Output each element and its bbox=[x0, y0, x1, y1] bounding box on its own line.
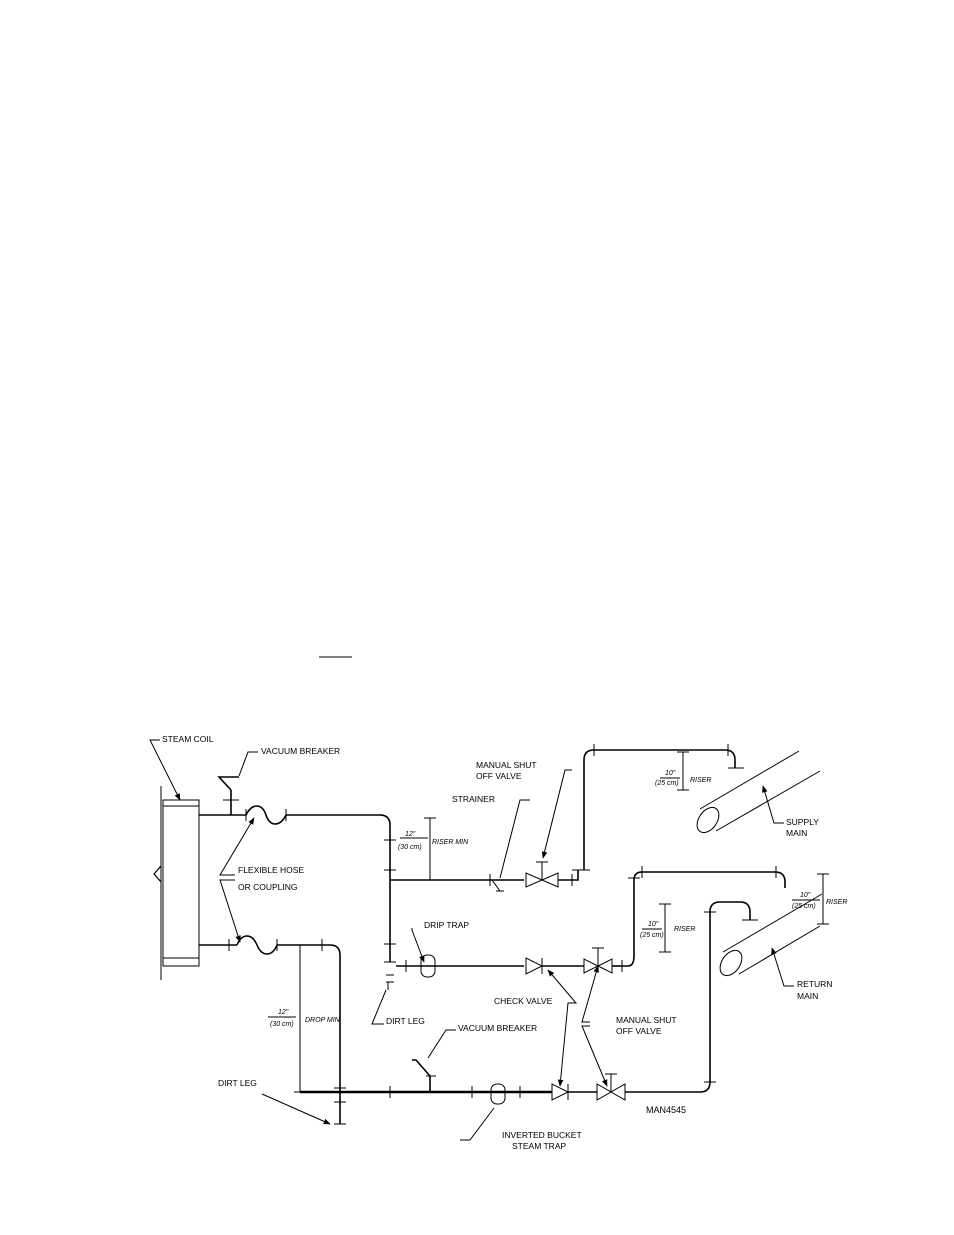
label-dirt-leg-left: DIRT LEG bbox=[218, 1078, 257, 1088]
drop-min-dimension: 12" (30 cm) DROP MIN bbox=[268, 944, 341, 1093]
svg-text:(25 cm): (25 cm) bbox=[655, 780, 679, 787]
svg-text:10": 10" bbox=[648, 921, 659, 928]
label-vacuum-breaker-bottom: VACUUM BREAKER bbox=[458, 1023, 537, 1033]
return-piping bbox=[199, 866, 786, 1125]
svg-text:(30 cm): (30 cm) bbox=[398, 844, 422, 851]
return-riser-dimension: 10" (25 cm) RISER bbox=[792, 873, 847, 925]
label-supply-main-2: MAIN bbox=[786, 828, 807, 838]
label-manual-shutoff-top-1: MANUAL SHUT bbox=[476, 760, 537, 770]
inner-riser-dimension: 10" (25 cm) RISER bbox=[640, 903, 695, 953]
label-return-main-1: RETURN bbox=[797, 979, 832, 989]
label-inverted-bucket-1: INVERTED BUCKET bbox=[502, 1130, 582, 1140]
label-flexible-hose-2: OR COUPLING bbox=[238, 882, 298, 892]
svg-text:12": 12" bbox=[405, 831, 416, 838]
svg-text:12": 12" bbox=[278, 1009, 289, 1016]
svg-text:10": 10" bbox=[665, 770, 676, 777]
svg-text:(25 cm): (25 cm) bbox=[792, 903, 816, 910]
label-dirt-leg-right: DIRT LEG bbox=[386, 1016, 425, 1026]
label-check-valve: CHECK VALVE bbox=[494, 996, 553, 1006]
label-flexible-hose-1: FLEXIBLE HOSE bbox=[238, 865, 304, 875]
label-manual-shutoff-bottom-2: OFF VALVE bbox=[616, 1026, 662, 1036]
svg-text:(25 cm): (25 cm) bbox=[640, 932, 664, 939]
label-manual-shutoff-top-2: OFF VALVE bbox=[476, 771, 522, 781]
svg-text:RISER: RISER bbox=[674, 926, 695, 933]
svg-text:10": 10" bbox=[800, 892, 811, 899]
steam-coil bbox=[153, 786, 200, 980]
label-return-main-2: MAIN bbox=[797, 991, 818, 1001]
svg-text:RISER: RISER bbox=[690, 777, 711, 784]
riser-min-dimension: 12" (30 cm) RISER MIN bbox=[398, 817, 469, 881]
leader-lines bbox=[149, 739, 794, 1141]
label-strainer: STRAINER bbox=[452, 794, 495, 804]
label-inverted-bucket-2: STEAM TRAP bbox=[512, 1141, 566, 1151]
drawing-number: MAN4545 bbox=[646, 1105, 686, 1115]
label-manual-shutoff-bottom-1: MANUAL SHUT bbox=[616, 1015, 677, 1025]
svg-text:DROP MIN: DROP MIN bbox=[305, 1017, 341, 1024]
supply-main-pipe bbox=[696, 750, 821, 834]
svg-text:RISER MIN: RISER MIN bbox=[432, 839, 469, 846]
svg-text:(30 cm): (30 cm) bbox=[270, 1021, 294, 1028]
label-drip-trap: DRIP TRAP bbox=[424, 920, 469, 930]
label-vacuum-breaker-top: VACUUM BREAKER bbox=[261, 746, 340, 756]
return-main-pipe bbox=[719, 893, 823, 977]
supply-riser-dimension: 10" (25 cm) RISER bbox=[655, 751, 711, 791]
supply-piping bbox=[199, 744, 744, 990]
label-steam-coil: STEAM COIL bbox=[162, 734, 214, 744]
svg-text:RISER: RISER bbox=[826, 899, 847, 906]
label-supply-main-1: SUPPLY bbox=[786, 817, 819, 827]
